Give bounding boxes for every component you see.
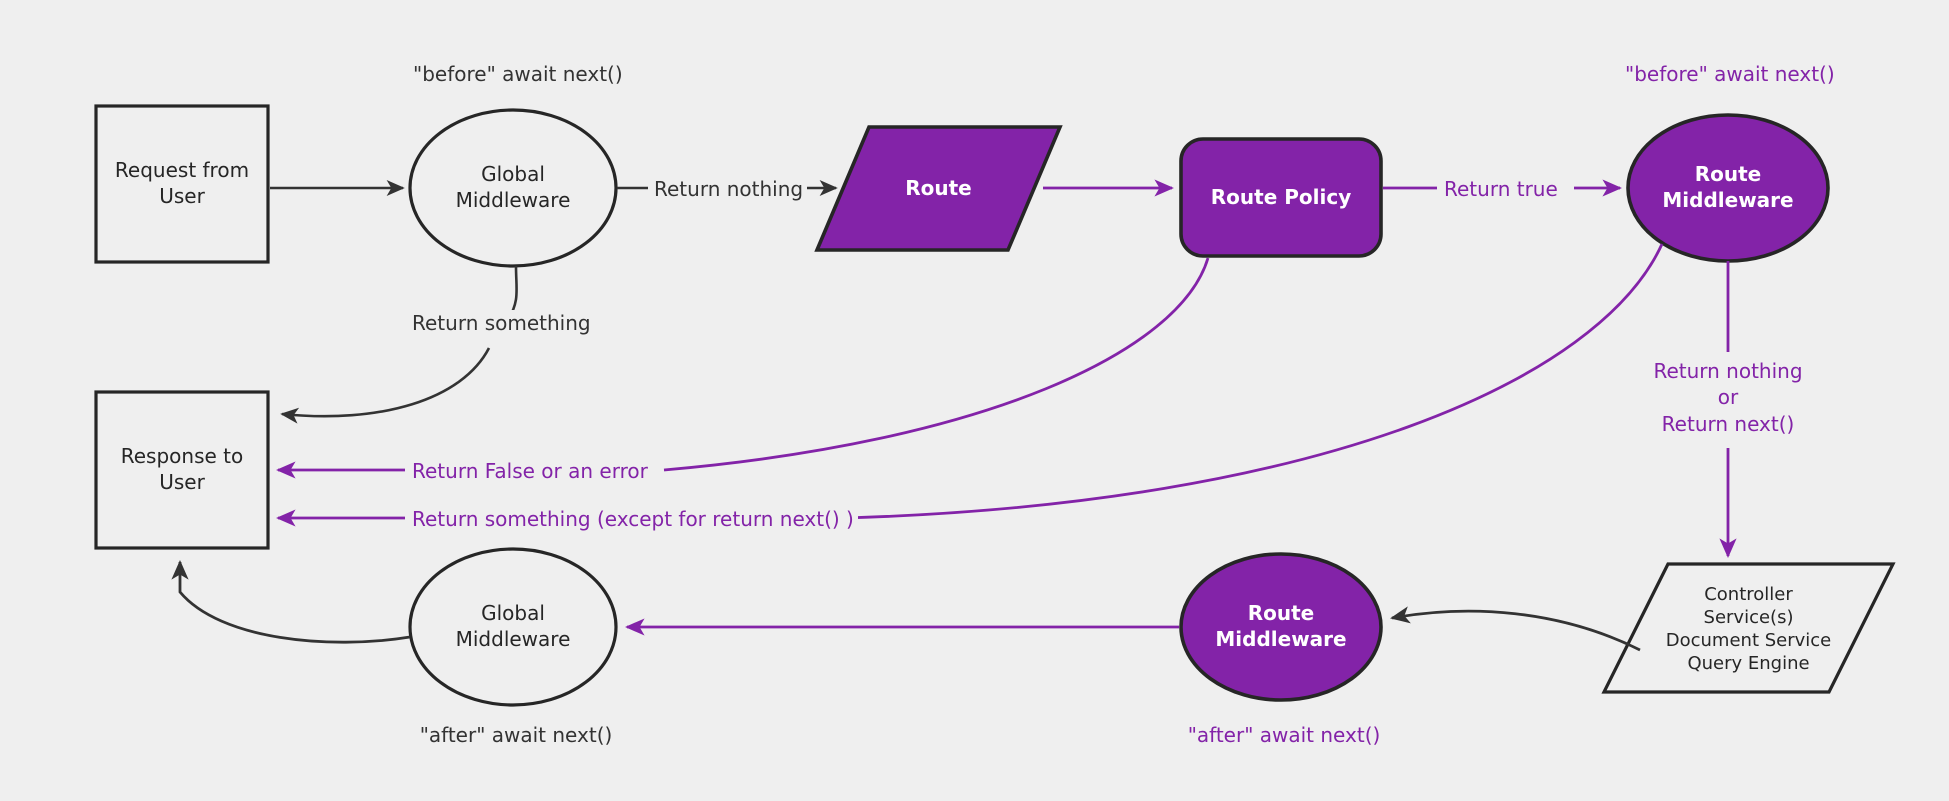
annotation-before-await-next-route: "before" await next() bbox=[1625, 62, 1835, 86]
annotation-before-await-next-global: "before" await next() bbox=[413, 62, 623, 86]
node-shape-global-middleware-top bbox=[408, 108, 618, 268]
node-shape-route bbox=[814, 125, 1063, 252]
edge-label-return-nothing: Return nothing bbox=[650, 176, 808, 203]
edge-route-policy-to-response-curve bbox=[663, 257, 1210, 472]
edge-label-return-nothing-or-next: Return nothing or Return next() bbox=[1625, 358, 1831, 438]
node-shape-route-middleware-bottom bbox=[1179, 552, 1383, 702]
edge-label-return-something: Return something bbox=[408, 310, 595, 337]
node-shape-controller-services bbox=[1601, 562, 1896, 694]
edge-label-return-true: Return true bbox=[1440, 176, 1562, 203]
edge-label-return-nothing-or-next-line1: Return nothing bbox=[1653, 359, 1803, 383]
node-shape-route-middleware-top bbox=[1626, 113, 1830, 263]
edge-controller-to-route-middleware-bottom bbox=[1390, 606, 1641, 652]
annotation-after-await-next-route: "after" await next() bbox=[1187, 723, 1381, 747]
edge-label-return-nothing-or-next-line2: or bbox=[1717, 385, 1739, 410]
edge-global-middleware-to-response-curve bbox=[280, 347, 491, 424]
node-shape-global-middleware-bottom bbox=[408, 547, 618, 707]
node-shape-route-policy bbox=[1179, 137, 1383, 258]
edge-label-return-false-or-error: Return False or an error bbox=[408, 458, 652, 485]
annotation-after-await-next-global: "after" await next() bbox=[419, 723, 613, 747]
edge-label-return-nothing-or-next-line3: Return next() bbox=[1661, 411, 1795, 436]
node-shape-request-from-user bbox=[94, 104, 270, 264]
node-shape-response-to-user bbox=[94, 390, 270, 550]
edge-route-middleware-to-response-curve bbox=[844, 243, 1664, 520]
edge-global-middleware-bottom-to-response bbox=[171, 560, 411, 644]
edge-label-return-something-except-next: Return something (except for return next… bbox=[408, 506, 858, 533]
